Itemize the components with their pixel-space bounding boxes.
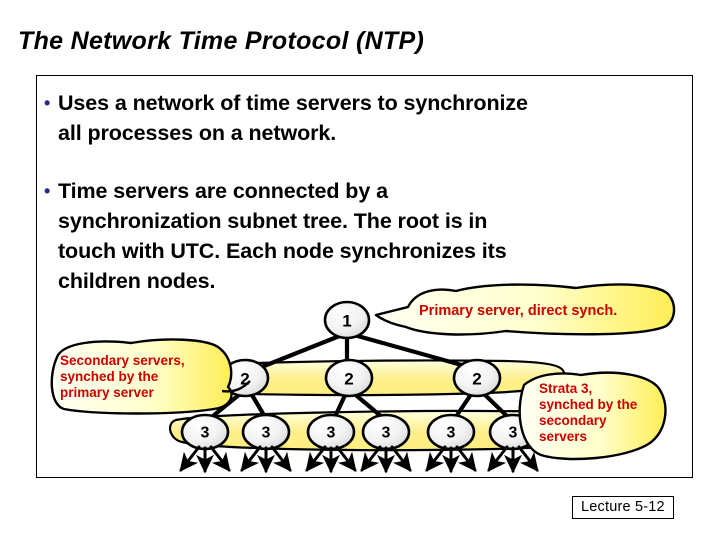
tree-node-3c-label: 3 [327,425,336,442]
ntp-subnet-tree-diagram: 1 2 2 2 3 3 3 3 3 3 [36,75,693,478]
tree-node-1[interactable]: 1 [323,300,371,340]
tree-node-2c[interactable]: 2 [452,358,502,398]
strata3-callout-line-3: secondary [539,413,607,428]
tree-node-3a-label: 3 [201,425,210,442]
bullet-1-line-2: all processes on a network. [58,121,337,145]
tree-node-3e[interactable]: 3 [426,413,476,451]
bullet-marker-icon: • [44,181,51,201]
secondary-servers-callout: Secondary servers, synched by the primar… [50,338,251,415]
strata3-callout-line-4: servers [539,429,587,444]
bullet-2-line-2: synchronization subnet tree. The root is… [58,209,488,233]
lecture-footer-badge: Lecture 5-12 [572,496,674,519]
bullet-2-text: Time servers are connected by a synchron… [58,176,507,296]
bullet-2-line-1: Time servers are connected by a [58,179,388,203]
primary-server-callout: Primary server, direct synch. [374,283,676,336]
bullet-2-line-4: children nodes. [58,269,216,293]
primary-server-callout-line-1: Primary server, direct synch. [419,303,617,319]
tree-node-2b-label: 2 [344,370,353,389]
strata3-callout-line-1: Strata 3, [539,381,592,396]
secondary-servers-callout-line-2: synched by the [60,369,159,384]
tree-node-2b[interactable]: 2 [324,358,374,398]
tree-node-2c-label: 2 [472,370,481,389]
bullet-item-1: • Uses a network of time servers to sync… [44,88,694,148]
tree-node-3d[interactable]: 3 [361,413,411,451]
tree-node-2a-label: 2 [240,370,249,389]
tree-node-3f-label: 3 [509,425,518,442]
secondary-servers-callout-line-1: Secondary servers, [60,353,185,368]
bullet-marker-icon: • [44,93,51,113]
strata3-callout-line-2: synched by the [539,397,638,412]
tree-node-3b-label: 3 [262,425,271,442]
tree-node-3c[interactable]: 3 [306,413,356,451]
tree-node-3a[interactable]: 3 [180,413,230,451]
tree-node-3e-label: 3 [447,425,456,442]
secondary-servers-callout-line-3: primary server [60,385,155,400]
bullet-2-line-3: touch with UTC. Each node synchronizes i… [58,239,507,263]
bullet-1-line-1: Uses a network of time servers to synchr… [58,91,528,115]
leaf-client-arrows [179,445,539,474]
bullet-item-2: • Time servers are connected by a synchr… [44,176,604,296]
tree-node-3d-label: 3 [382,425,391,442]
page-title: The Network Time Protocol (NTP) [18,27,425,55]
strata3-callout: Strata 3, synched by the secondary serve… [518,371,667,461]
bullet-1-text: Uses a network of time servers to synchr… [58,88,528,148]
content-frame [36,75,693,478]
tree-node-1-label: 1 [342,312,351,331]
tree-node-3b[interactable]: 3 [241,413,291,451]
